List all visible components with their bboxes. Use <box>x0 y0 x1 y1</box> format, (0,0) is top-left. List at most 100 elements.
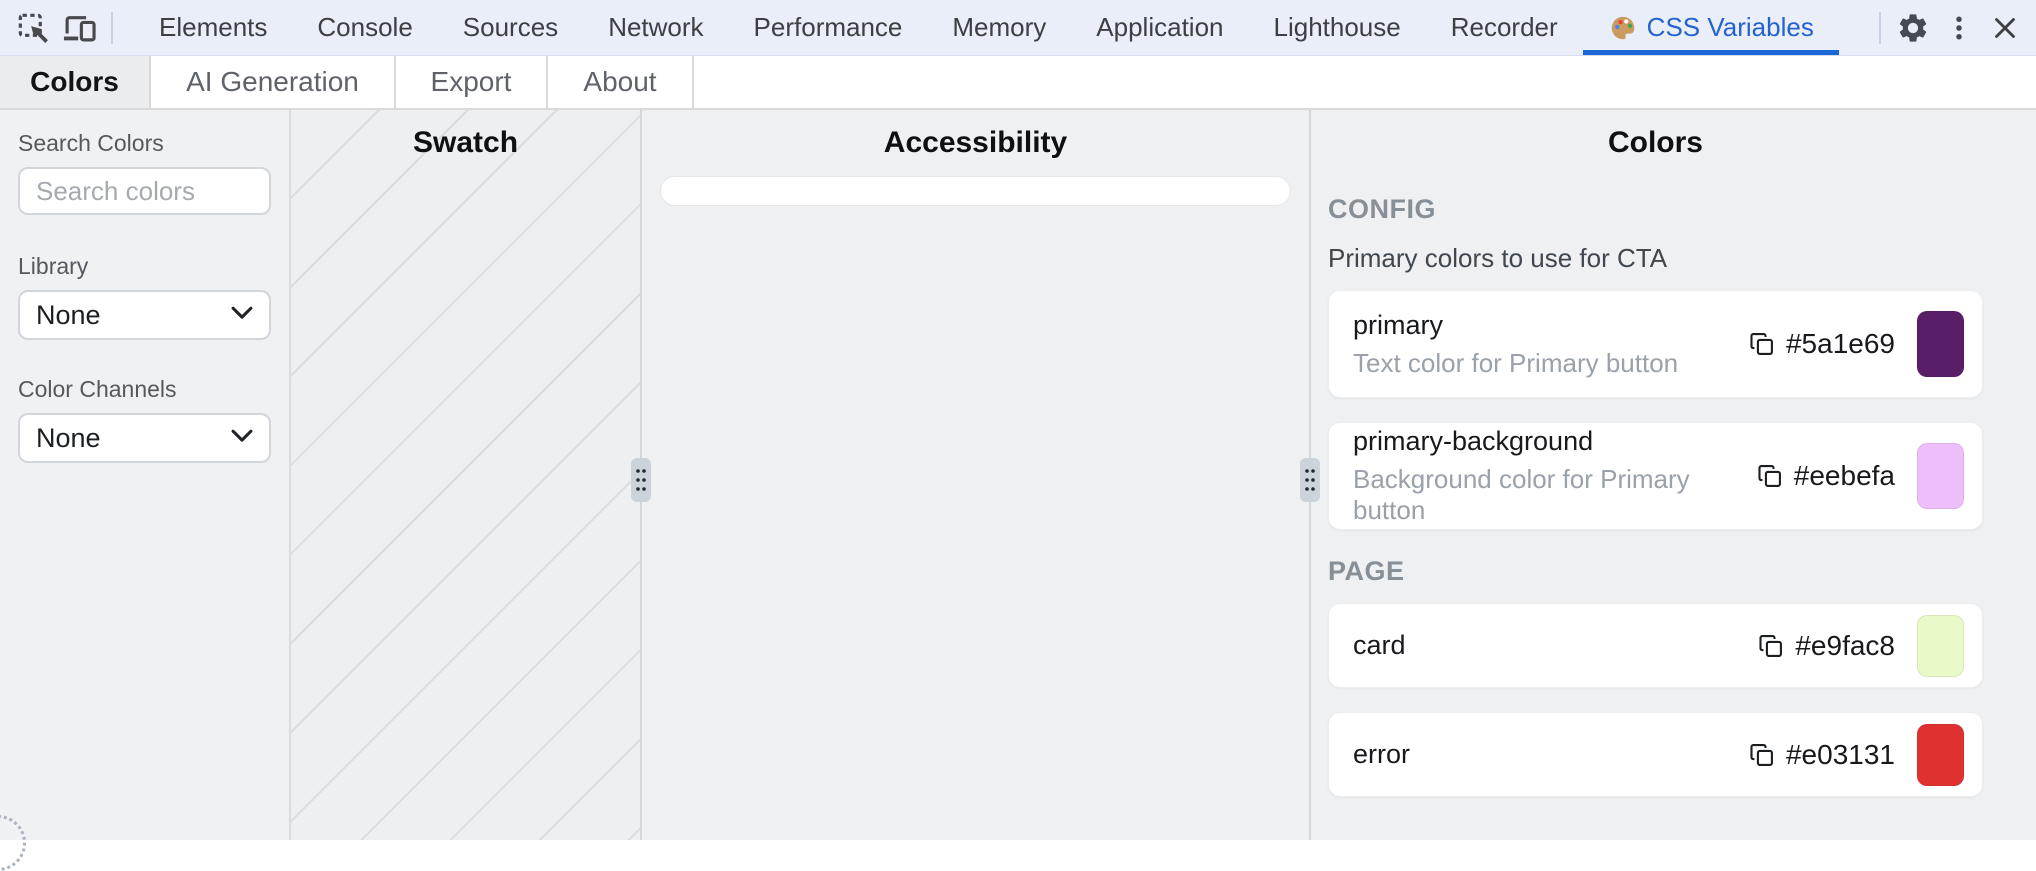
chevron-down-icon <box>231 429 253 448</box>
more-options-icon <box>1956 16 1962 39</box>
color-variable-name: error <box>1353 739 1411 769</box>
devtools-tabstrip: Elements Console Sources Network Performance… <box>122 0 1839 55</box>
settings-gear-icon <box>1899 13 1927 42</box>
toolbar-separator <box>111 11 113 44</box>
devtools-tab-elements[interactable]: Elements <box>134 0 292 55</box>
color-variable-value: #e03131 <box>1748 723 1964 786</box>
extension-tab-export[interactable]: Export <box>396 56 548 108</box>
devtools-tab-memory[interactable]: Memory <box>927 0 1071 55</box>
color-hex-value: #e9fac8 <box>1795 629 1895 661</box>
device-toolbar-icon <box>63 15 96 41</box>
devtools-tab-lighthouse[interactable]: Lighthouse <box>1249 0 1426 55</box>
search-input[interactable] <box>18 167 271 215</box>
devtools-tab-label: Sources <box>462 12 559 42</box>
section-subtitle: Primary colors to use for CTA <box>1328 243 1668 273</box>
devtools-tab-recorder[interactable]: Recorder <box>1426 0 1583 55</box>
device-toolbar-button[interactable] <box>56 5 102 51</box>
color-channels-select-value: None <box>36 422 101 453</box>
devtools-tab-application[interactable]: Application <box>1071 0 1248 55</box>
inspect-element-button[interactable] <box>10 5 56 51</box>
color-variable-value: #5a1e69 <box>1748 311 1964 377</box>
color-swatch[interactable] <box>1917 723 1964 786</box>
drag-handle-icon <box>1305 469 1315 491</box>
devtools-tab-label: Lighthouse <box>1273 12 1401 42</box>
color-swatch[interactable] <box>1917 614 1964 677</box>
color-hex-value: #5a1e69 <box>1785 328 1895 359</box>
copy-icon[interactable] <box>1757 632 1785 660</box>
colors-panel-title: Colors <box>1607 126 1703 159</box>
extension-tab-about[interactable]: About <box>548 56 694 108</box>
accessibility-panel-title: Accessibility <box>883 126 1068 159</box>
extension-tab-bar: Colors AI Generation Export About <box>0 56 2036 110</box>
devtools-tab-label: Elements <box>159 12 268 42</box>
devtools-tab-label: Network <box>608 12 704 42</box>
devtools-tab-label: Performance <box>753 12 903 42</box>
devtools-tab-label: Console <box>317 12 413 42</box>
copy-hex-button[interactable] <box>1757 632 1785 660</box>
devtools-tab-label: CSS Variables <box>1646 12 1814 42</box>
color-variable-name: card <box>1353 630 1406 660</box>
extension-tab-label: Colors <box>30 66 119 97</box>
devtools-tab-console[interactable]: Console <box>292 0 437 55</box>
close-devtools-button[interactable] <box>1982 5 2028 51</box>
extension-content: Search Colors Library None Color Channel… <box>0 110 2036 840</box>
color-channels-label: Color Channels <box>18 376 177 402</box>
devtools-tab-label: Memory <box>952 12 1047 42</box>
library-label: Library <box>18 253 89 279</box>
copy-icon[interactable] <box>1756 462 1784 490</box>
color-variable-name: primary-background <box>1353 426 1594 456</box>
drag-handle-icon <box>636 469 646 491</box>
panel-resize-handle[interactable] <box>1300 458 1320 502</box>
copy-icon[interactable] <box>1748 330 1776 358</box>
toolbar-right-icons <box>1870 0 2036 55</box>
color-swatch[interactable] <box>1917 443 1964 509</box>
devtools-tab-label: Recorder <box>1450 12 1558 42</box>
accessibility-panel: Accessibility <box>640 110 1311 840</box>
sidebar-filters: Search Colors Library None Color Channel… <box>0 110 291 840</box>
colors-panel: Colors CONFIG Primary colors to use for C… <box>1311 110 2036 840</box>
copy-icon[interactable] <box>1748 741 1776 769</box>
color-variable-value: #e9fac8 <box>1757 614 1964 677</box>
color-variable-description: Background color for Primary button <box>1353 464 1690 525</box>
chevron-down-icon <box>231 306 253 319</box>
toolbar-separator <box>1879 11 1881 44</box>
devtools-toolbar: Elements Console Sources Network Performance… <box>0 0 2036 56</box>
library-select[interactable]: None <box>18 290 271 340</box>
copy-hex-button[interactable] <box>1748 330 1776 358</box>
color-variable-value: #eebefa <box>1756 443 1964 509</box>
color-channels-select[interactable]: None <box>18 413 271 463</box>
swatch-panel-title: Swatch <box>412 126 519 159</box>
extension-tab-colors[interactable]: Colors <box>0 56 151 108</box>
inspect-element-icon <box>18 13 48 43</box>
settings-button[interactable] <box>1890 5 1936 51</box>
close-icon <box>1995 17 2015 38</box>
devtools-tab-css-variables[interactable]: CSS Variables <box>1582 0 1839 55</box>
copy-hex-button[interactable] <box>1748 741 1776 769</box>
toolbar-left-icons <box>0 0 122 55</box>
devtools-tab-performance[interactable]: Performance <box>729 0 928 55</box>
extension-tab-ai-generation[interactable]: AI Generation <box>151 56 396 108</box>
panel-resize-handle[interactable] <box>631 458 651 502</box>
devtools-tab-network[interactable]: Network <box>583 0 728 55</box>
color-swatch[interactable] <box>1917 311 1964 377</box>
library-select-value: None <box>36 299 101 330</box>
copy-hex-button[interactable] <box>1756 462 1784 490</box>
more-options-button[interactable] <box>1936 5 1982 51</box>
color-variable-info: error <box>1353 739 1748 770</box>
color-variable-card: card #e9fac8 <box>1328 603 1983 688</box>
section-label: CONFIG <box>1328 194 1436 224</box>
color-variable-description: Text color for Primary button <box>1353 347 1679 378</box>
devtools-tab-label: Application <box>1096 12 1224 42</box>
color-hex-value: #eebefa <box>1793 460 1895 491</box>
chevron-down-icon <box>231 306 253 325</box>
extension-tab-label: About <box>583 66 657 97</box>
color-variable-card: error #e03131 <box>1328 712 1983 797</box>
section-label: PAGE <box>1328 556 1405 586</box>
search-colors-label: Search Colors <box>18 130 164 156</box>
devtools-tab-sources[interactable]: Sources <box>438 0 583 55</box>
palette-icon <box>1611 16 1634 39</box>
chevron-down-icon <box>231 429 253 442</box>
extension-tab-label: Export <box>430 66 512 97</box>
